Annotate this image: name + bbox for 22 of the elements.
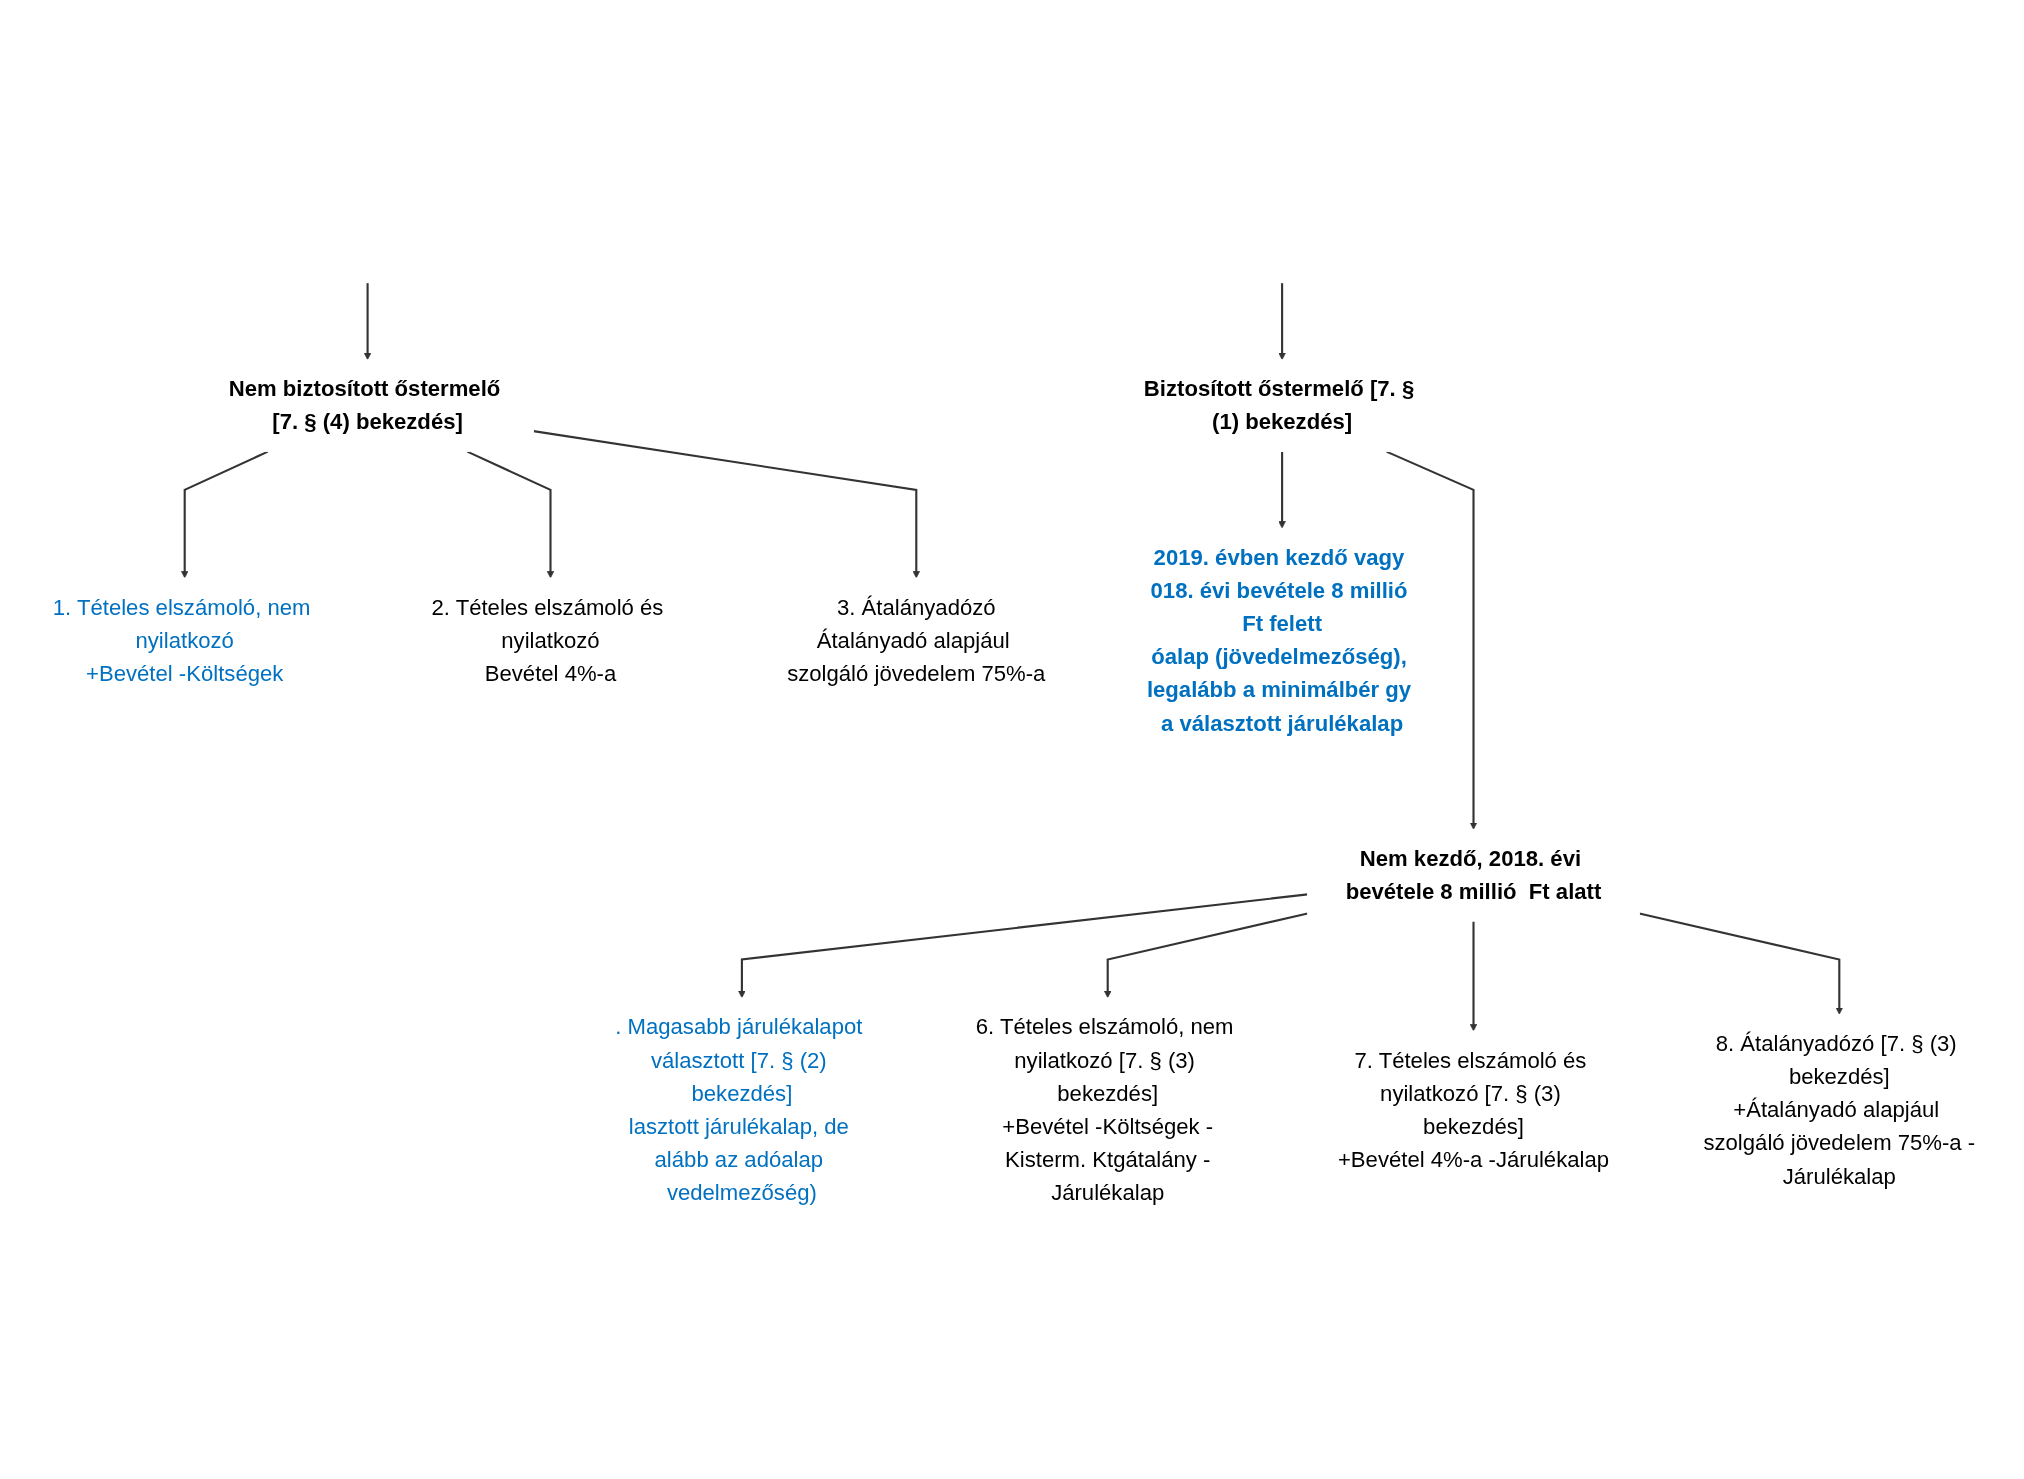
arrow	[1386, 450, 1478, 830]
arrow	[363, 282, 372, 360]
arrow	[1469, 920, 1478, 1031]
arrow	[1278, 282, 1286, 360]
node-text: 6. Tételes elszámoló, nem nyilatkozó [7. § (3) bekezdés] +Bevétel -Költségek -Kisterm. Ktgátalány -Járulékalap	[975, 1013, 1234, 1205]
node-text: 8. Átalányadózó [7. § (3) bekezdés] +Átalányadó alapjául szolgáló jövedelem 75%-a -Járulékalap	[1703, 1030, 1976, 1189]
arrow	[1639, 911, 1844, 1015]
node-text: 3. Átalányadózó Átalányadó alapjául szolgáló jövedelem 75%-a	[787, 593, 1046, 686]
arrow	[533, 429, 921, 578]
arrow	[180, 450, 269, 578]
arrow	[1103, 911, 1308, 998]
node-text: Nem kezdő, 2018. évi bevétele 8 millió Ft alatt	[1345, 844, 1602, 904]
node-text: 2019. évben kezdő vagy 018. évi bevétele 8 millió Ft felett óalap (jövedelmezőség), legalább a minimálbér gy a választott járulékalap	[1146, 543, 1412, 736]
node-text: . Magasabb járulékalapot választott [7. § (2) bekezdés] lasztott járulékalap, de alább az adóalap vedelmezőség)	[615, 1013, 863, 1205]
node-text: Biztosított őstermelő [7. § (1) bekezdés]	[1143, 375, 1415, 435]
node-text: 7. Tételes elszámoló és nyilatkozó [7. § (3) bekezdés] +Bevétel 4%-a -Járulékalap	[1337, 1046, 1610, 1172]
arrow	[738, 892, 1308, 998]
node-text: 1. Tételes elszámoló, nem nyilatkozó +Bevétel -Költségek	[52, 593, 311, 686]
node-text: Nem biztosított őstermelő [7. § (4) bekezdés]	[228, 375, 501, 435]
arrow	[466, 450, 555, 578]
node-text: 2. Tételes elszámoló és nyilatkozó Bevétel 4%-a	[431, 593, 664, 686]
arrow	[1278, 451, 1286, 528]
